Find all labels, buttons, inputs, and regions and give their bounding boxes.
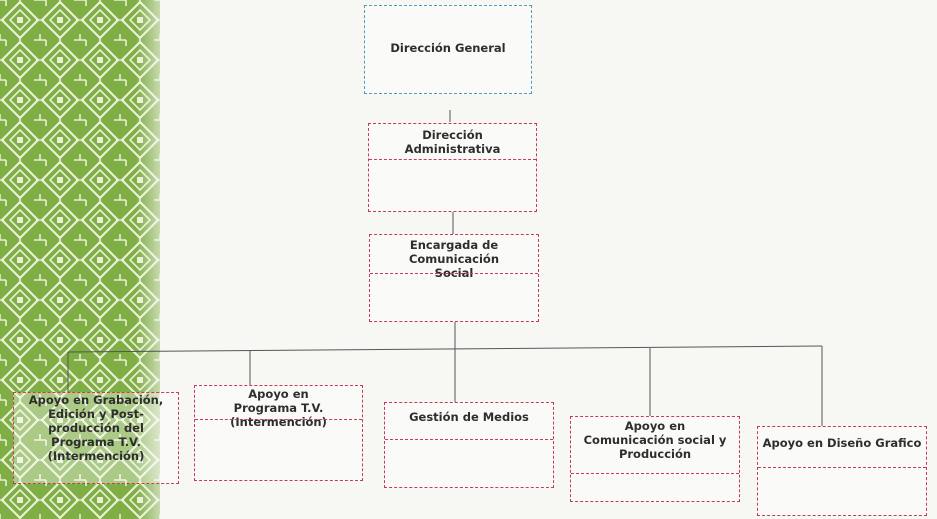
- node-gestion-medios: Gestión de Medios: [384, 402, 554, 488]
- node-direccion-general-label: Dirección General: [390, 41, 506, 56]
- node-apoyo-comunicacion-produccion: Apoyo en Comunicación social y Producció…: [570, 416, 740, 502]
- node-apoyo-grabacion: Apoyo en Grabación, Edición y Post-produ…: [13, 392, 179, 484]
- node-apoyo-comunicacion-produccion-label: Apoyo en Comunicación social y Producció…: [583, 419, 727, 461]
- node-separator: [195, 419, 362, 420]
- node-separator: [571, 473, 739, 474]
- node-separator: [385, 439, 553, 440]
- node-apoyo-programa-tv: Apoyo en Programa T.V. (Intermención): [194, 385, 363, 481]
- node-encargada-comunicacion-social-label: Encargada de Comunicación Social: [408, 238, 500, 280]
- node-direccion-general: Dirección General: [364, 5, 532, 94]
- node-separator: [369, 159, 536, 160]
- node-apoyo-diseno-grafico-label: Apoyo en Diseño Grafico: [762, 436, 922, 450]
- node-apoyo-diseno-grafico: Apoyo en Diseño Grafico: [757, 426, 927, 516]
- node-separator: [370, 273, 538, 274]
- node-direccion-administrativa: Dirección Administrativa: [368, 123, 537, 212]
- node-apoyo-programa-tv-label: Apoyo en Programa T.V. (Intermención): [230, 387, 327, 429]
- node-separator: [758, 467, 926, 468]
- node-direccion-administrativa-label: Dirección Administrativa: [404, 128, 501, 156]
- node-apoyo-grabacion-label: Apoyo en Grabación, Edición y Post-produ…: [28, 393, 164, 464]
- node-gestion-medios-label: Gestión de Medios: [409, 410, 529, 424]
- node-encargada-comunicacion-social: Encargada de Comunicación Social: [369, 234, 539, 322]
- decorative-pattern: [0, 0, 160, 519]
- connector-bus-horizontal: [67, 345, 823, 353]
